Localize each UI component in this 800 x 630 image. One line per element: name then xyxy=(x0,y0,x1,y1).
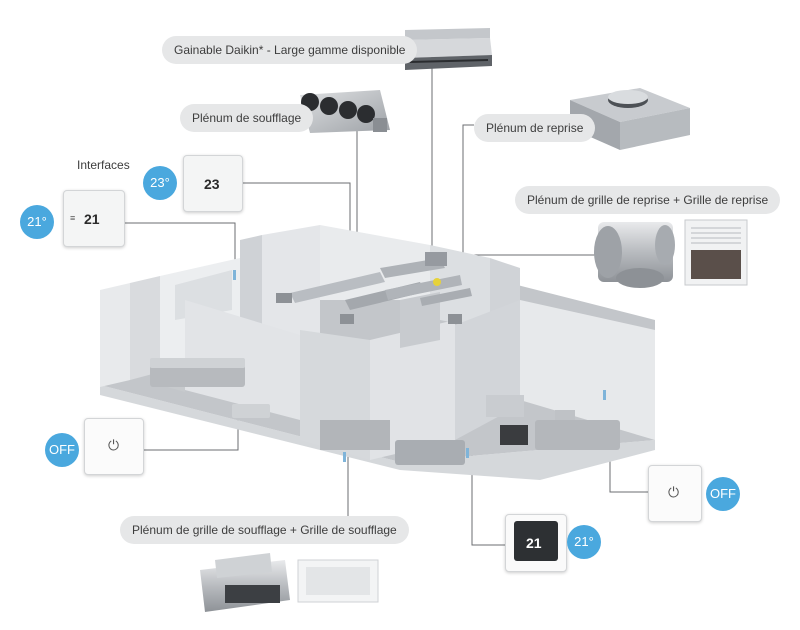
switch-left: ⏻ xyxy=(84,418,144,475)
menu-icon: ≡ xyxy=(70,213,76,223)
thermostat-bottom: 21 xyxy=(505,514,567,572)
plenum-soufflage-image xyxy=(300,90,390,133)
badge-temp-21-right: 21° xyxy=(567,525,601,559)
label-plenum-grille-soufflage: Plénum de grille de soufflage + Grille d… xyxy=(120,516,409,544)
badge-off-right: OFF xyxy=(706,477,740,511)
thermostat-top-display: 23 xyxy=(204,176,220,192)
switch-right: ⏻ xyxy=(648,465,702,522)
thermostat-screen: 21 xyxy=(514,521,558,561)
furniture xyxy=(150,358,620,465)
power-icon: ⏻ xyxy=(668,484,680,500)
badge-off-left: OFF xyxy=(45,433,79,467)
plenum-grille-soufflage-image xyxy=(200,553,290,612)
plenum-reprise-image xyxy=(570,88,690,150)
ductwork xyxy=(276,252,472,324)
thermostat-left: 21 ≡ xyxy=(63,190,125,247)
floor-markers xyxy=(233,270,606,462)
grille-soufflage-image xyxy=(297,559,379,603)
badge-temp-23: 23° xyxy=(143,166,177,200)
label-plenum-grille-reprise: Plénum de grille de reprise + Grille de … xyxy=(515,186,781,214)
thermostat-left-display: 21 xyxy=(84,211,100,227)
thermostat-top: 23 xyxy=(183,155,243,212)
label-interfaces: Interfaces xyxy=(77,158,130,172)
apartment-walls xyxy=(100,225,655,460)
power-icon: ⏻ xyxy=(108,437,120,453)
thermostat-bottom-display: 21 xyxy=(526,535,542,551)
gainable-unit-image xyxy=(405,28,492,70)
plenum-grille-reprise-image xyxy=(594,222,675,288)
grille-reprise-image xyxy=(684,219,748,286)
label-gainable: Gainable Daikin* - Large gamme disponibl… xyxy=(162,36,418,64)
label-plenum-reprise: Plénum de reprise xyxy=(474,114,596,142)
label-plenum-soufflage: Plénum de soufflage xyxy=(180,104,314,132)
badge-temp-21-left: 21° xyxy=(20,205,54,239)
